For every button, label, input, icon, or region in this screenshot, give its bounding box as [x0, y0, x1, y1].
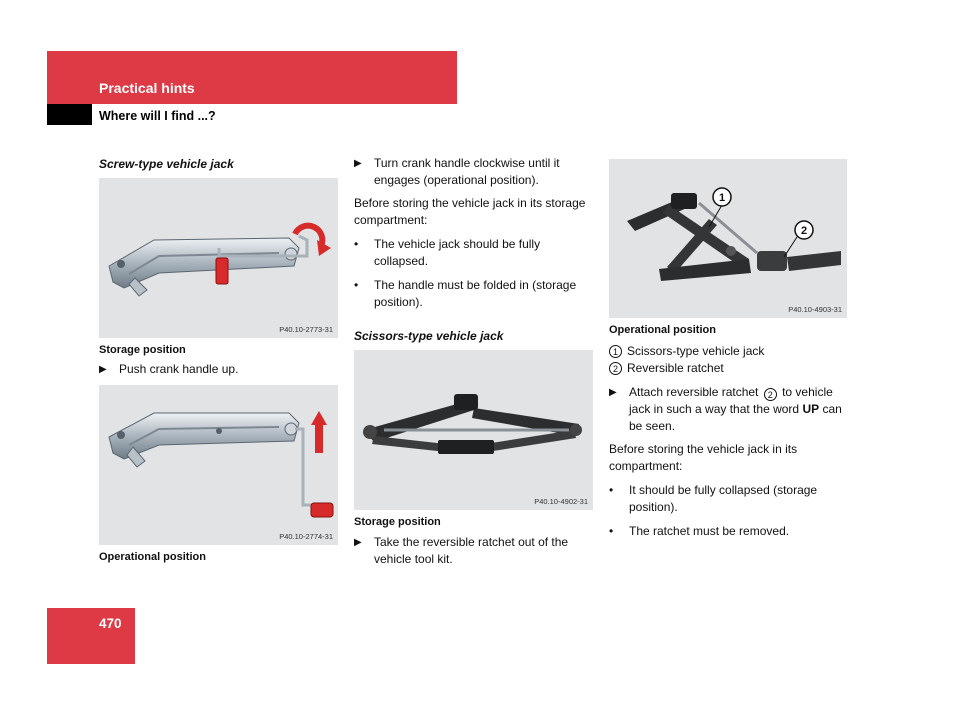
legend-text: Scissors-type vehicle jack	[627, 344, 765, 358]
instruction-step: ▶ Take the reversible ratchet out of the…	[354, 534, 594, 568]
figure-caption: Operational position	[609, 324, 716, 336]
arrow-bullet-icon: ▶	[354, 158, 362, 169]
instruction-step: ▶ Turn crank handle clockwise until it e…	[354, 155, 594, 189]
scissors-jack-title: Scissors-type vehicle jack	[354, 329, 504, 343]
scissors-jack-operational-illustration: 1 2	[627, 187, 841, 281]
instruction-text: Attach reversible ratchet 2 to vehicle j…	[629, 384, 849, 435]
list-item: • The vehicle jack should be fully colla…	[354, 236, 594, 270]
step-text-middle: to vehicle jack in such a way that the w…	[629, 385, 833, 416]
callout-1: 1	[719, 192, 725, 204]
figure-caption: Operational position	[99, 551, 206, 563]
dot-bullet-icon: •	[609, 524, 614, 538]
dot-bullet-icon: •	[609, 483, 614, 497]
step-text-start: Attach reversible ratchet	[629, 385, 759, 399]
legend-item: 2 Reversible ratchet	[609, 360, 849, 377]
figure-code: P40.10-2774-31	[279, 532, 333, 541]
screw-jack-title: Screw-type vehicle jack	[99, 157, 234, 171]
page-number: 470	[99, 616, 122, 631]
header-marker	[47, 104, 92, 125]
section-title: Practical hints	[99, 80, 195, 96]
screw-jack-operational-figure: P40.10-2774-31	[99, 385, 338, 545]
figure-code: P40.10-4902-31	[534, 497, 588, 506]
arrow-bullet-icon: ▶	[99, 364, 107, 375]
figure-code: P40.10-2773-31	[279, 325, 333, 334]
section-subtitle: Where will I find ...?	[99, 109, 216, 123]
callout-2: 2	[801, 225, 807, 237]
instruction-text: Take the reversible ratchet out of the v…	[374, 535, 569, 566]
screw-jack-operational-illustration	[108, 411, 334, 518]
page-number-tab	[47, 608, 135, 664]
figure-caption: Storage position	[354, 516, 441, 528]
scissors-jack-storage-illustration	[363, 394, 582, 454]
header-band	[47, 51, 457, 104]
screw-jack-storage-figure: P40.10-2773-31	[99, 178, 338, 338]
instruction-step: ▶ Push crank handle up.	[99, 361, 339, 378]
dot-bullet-icon: •	[354, 237, 359, 251]
legend-text: Reversible ratchet	[627, 361, 724, 375]
up-marking: UP	[802, 402, 820, 416]
paragraph: Before storing the vehicle jack in its s…	[354, 196, 586, 227]
callout-number: 2	[609, 362, 622, 375]
list-item: • It should be fully collapsed (storage …	[609, 482, 849, 516]
list-item-text: The ratchet must be removed.	[629, 524, 790, 538]
instruction-step: ▶ Attach reversible ratchet 2 to vehicle…	[609, 384, 849, 435]
dot-bullet-icon: •	[354, 278, 359, 292]
list-item-text: It should be fully collapsed (storage po…	[629, 483, 818, 514]
arrow-bullet-icon: ▶	[609, 387, 617, 398]
list-item-text: The handle must be folded in (storage po…	[374, 278, 577, 309]
step-text-end: can be seen.	[629, 402, 842, 433]
list-item: • The handle must be folded in (storage …	[354, 277, 594, 311]
list-item: • The ratchet must be removed.	[609, 523, 849, 540]
figure-code: P40.10-4903-31	[788, 305, 842, 314]
arrow-bullet-icon: ▶	[354, 537, 362, 548]
callout-number: 1	[609, 345, 622, 358]
scissors-jack-operational-figure: 1 2 P40.10-4903-31	[609, 159, 847, 318]
scissors-jack-storage-figure: P40.10-4902-31	[354, 350, 593, 510]
instruction-text: Push crank handle up.	[119, 362, 239, 376]
callout-number: 2	[763, 388, 777, 401]
paragraph: Before storing the vehicle jack in its c…	[609, 442, 798, 473]
instruction-text: Turn crank handle clockwise until it eng…	[374, 156, 560, 187]
list-item-text: The vehicle jack should be fully collaps…	[374, 237, 541, 268]
legend-item: 1 Scissors-type vehicle jack	[609, 343, 849, 360]
screw-jack-storage-illustration	[108, 222, 331, 297]
figure-caption: Storage position	[99, 344, 186, 356]
